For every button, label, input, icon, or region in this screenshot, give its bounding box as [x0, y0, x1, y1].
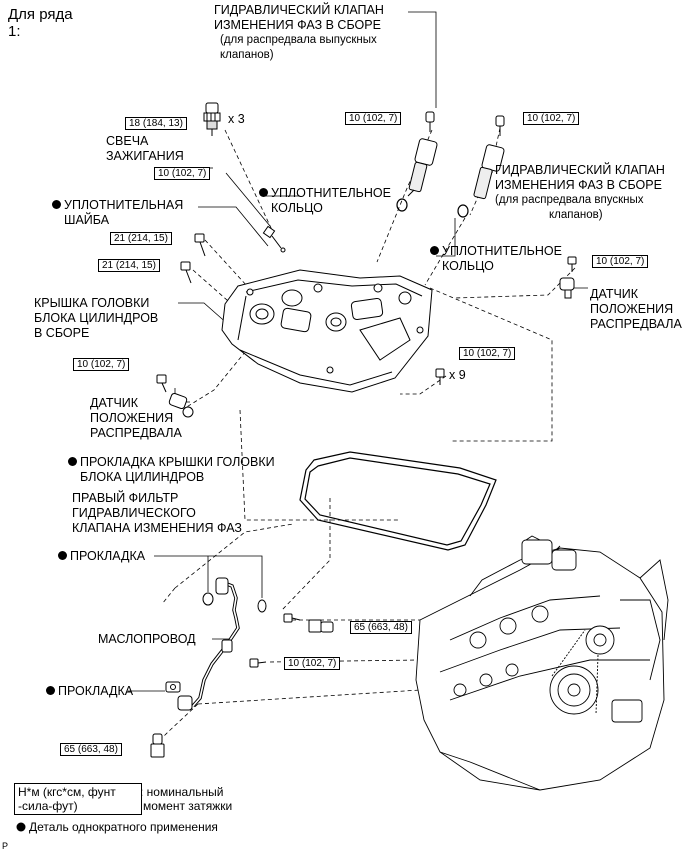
label-vvt-intake: ГИДРАВЛИЧЕСКИЙ КЛАПАН ИЗМЕНЕНИЯ ФАЗ В СБ…	[495, 163, 665, 221]
leader-washer-bolt	[225, 172, 271, 227]
non-reusable-dot-icon	[68, 457, 77, 466]
o-ring-1-icon	[396, 198, 408, 212]
head-cover-icon	[221, 269, 433, 393]
torque-65b: 65 (663, 48)	[60, 743, 122, 756]
label-head-cover-gasket: ПРОКЛАДКА КРЫШКИ ГОЛОВКИ БЛОКА ЦИЛИНДРОВ	[68, 455, 275, 485]
bolt-cam-right-icon	[567, 256, 577, 272]
legend-unit-desc: : номинальный момент затяжки	[140, 785, 233, 813]
non-reusable-dot-icon	[430, 246, 439, 255]
leader-gasket-1	[154, 555, 263, 598]
engine-block-icon	[415, 535, 669, 791]
torque-cover-bolts: 10 (102, 7)	[459, 347, 516, 360]
label-o-ring-2: УПЛОТНИТЕЛЬНОЕ КОЛЬЦО	[430, 244, 562, 274]
torque-cam-right: 10 (102, 7)	[592, 255, 649, 268]
row-number: 1:	[8, 23, 21, 40]
bolt-pipe-icon	[249, 658, 267, 668]
torque-vvt-intake: 10 (102, 7)	[523, 112, 580, 125]
head-cover-gasket-icon	[299, 451, 497, 551]
row-label: Для ряда	[8, 6, 73, 23]
non-reusable-dot-icon	[52, 200, 61, 209]
non-reusable-dot-icon	[58, 551, 67, 560]
bolt-cam-left-icon	[156, 374, 167, 393]
torque-washer-bolt: 10 (102, 7)	[154, 167, 211, 180]
label-vvt-exhaust: ГИДРАВЛИЧЕСКИЙ КЛАПАН ИЗМЕНЕНИЯ ФАЗ В СБ…	[214, 3, 384, 61]
label-seal-washer: УПЛОТНИТЕЛЬНАЯ ШАЙБА	[52, 198, 183, 228]
torque-65a: 65 (663, 48)	[350, 621, 412, 634]
bolt-washer-icon	[262, 225, 286, 253]
torque-pipe-bolt: 10 (102, 7)	[284, 657, 341, 670]
vvt-exhaust-icon	[407, 111, 438, 197]
legend-unit-box: Н*м (кгс*см, фунт -сила-фут)	[14, 783, 142, 815]
multiplier-cover: x 9	[449, 368, 466, 382]
legend-non-reusable: Деталь однократного применения	[29, 820, 218, 834]
cam-sensor-left-icon	[168, 392, 194, 418]
bolt-21a-icon	[194, 233, 206, 257]
label-gasket-2: ПРОКЛАДКА	[46, 684, 133, 699]
leader-vvt-exhaust	[408, 11, 437, 108]
bolt-oil-filter-icon	[283, 613, 301, 623]
non-reusable-dot-icon	[259, 188, 268, 197]
spark-plug-icon	[203, 102, 221, 136]
torque-21b: 21 (214, 15)	[98, 259, 160, 272]
torque-vvt-exhaust: 10 (102, 7)	[345, 112, 402, 125]
label-oil-pipe: МАСЛОПРОВОД	[98, 632, 196, 646]
torque-21a: 21 (214, 15)	[110, 232, 172, 245]
label-cam-sensor-right: ДАТЧИК ПОЛОЖЕНИЯ РАСПРЕДВАЛА	[590, 287, 682, 331]
footer-mark: P	[2, 841, 9, 851]
label-head-cover: КРЫШКА ГОЛОВКИ БЛОКА ЦИЛИНДРОВ В СБОРЕ	[34, 296, 159, 340]
non-reusable-dot-icon	[46, 686, 55, 695]
multiplier-spark: x 3	[228, 112, 245, 126]
bolt-21b-icon	[180, 261, 192, 284]
cam-sensor-right-icon	[559, 277, 575, 299]
union-bolt-65b-icon	[150, 733, 165, 758]
oil-pipe-icon	[165, 577, 267, 711]
row-heading: Для ряда 1:	[8, 6, 73, 40]
vvt-intake-icon	[473, 115, 505, 200]
bolt-cover-icon	[435, 368, 445, 385]
leader-washer	[198, 206, 269, 247]
label-gasket-1: ПРОКЛАДКА	[58, 549, 145, 564]
union-bolt-65a-icon	[308, 619, 334, 633]
o-ring-2-icon	[457, 204, 469, 218]
torque-cam-left: 10 (102, 7)	[73, 358, 130, 371]
non-reusable-dot-icon	[16, 822, 26, 832]
label-o-ring-1: УПЛОТНИТЕЛЬНОЕ КОЛЬЦО	[259, 186, 391, 216]
label-spark-plug: СВЕЧА ЗАЖИГАНИЯ	[106, 134, 184, 163]
label-oil-filter: ПРАВЫЙ ФИЛЬТР ГИДРАВЛИЧЕСКОГО КЛАПАНА ИЗ…	[72, 491, 242, 535]
torque-spark: 18 (184, 13)	[125, 117, 187, 130]
label-cam-sensor-left: ДАТЧИК ПОЛОЖЕНИЯ РАСПРЕДВАЛА	[90, 396, 182, 440]
